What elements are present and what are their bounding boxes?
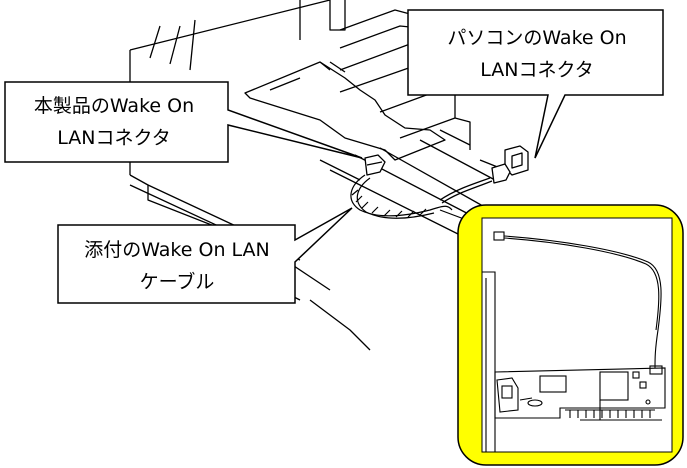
label-product-connector: 本製品のWake On LANコネクタ — [8, 90, 220, 154]
label-product-connector-line2: LANコネクタ — [57, 127, 171, 149]
twisted-cable — [350, 174, 453, 219]
product-connector — [364, 154, 386, 176]
expansion-card — [244, 61, 446, 161]
label-attached-cable-line2: ケーブル — [139, 271, 215, 293]
label-attached-cable: 添付のWake On LAN ケーブル — [62, 234, 292, 298]
cable-upper — [439, 177, 491, 201]
callout-pc-connector — [407, 9, 664, 159]
callout-product-connector — [4, 81, 363, 163]
label-pc-connector-line1: パソコンのWake On — [447, 27, 627, 49]
zoom-panel — [439, 204, 684, 466]
callout-cable — [57, 207, 353, 304]
label-product-connector-line1: 本製品のWake On — [33, 95, 195, 117]
label-attached-cable-line1: 添付のWake On LAN — [84, 239, 270, 261]
label-pc-connector: パソコンのWake On LANコネクタ — [412, 22, 662, 86]
label-pc-connector-line2: LANコネクタ — [480, 59, 594, 81]
pc-board-connector — [491, 145, 529, 184]
